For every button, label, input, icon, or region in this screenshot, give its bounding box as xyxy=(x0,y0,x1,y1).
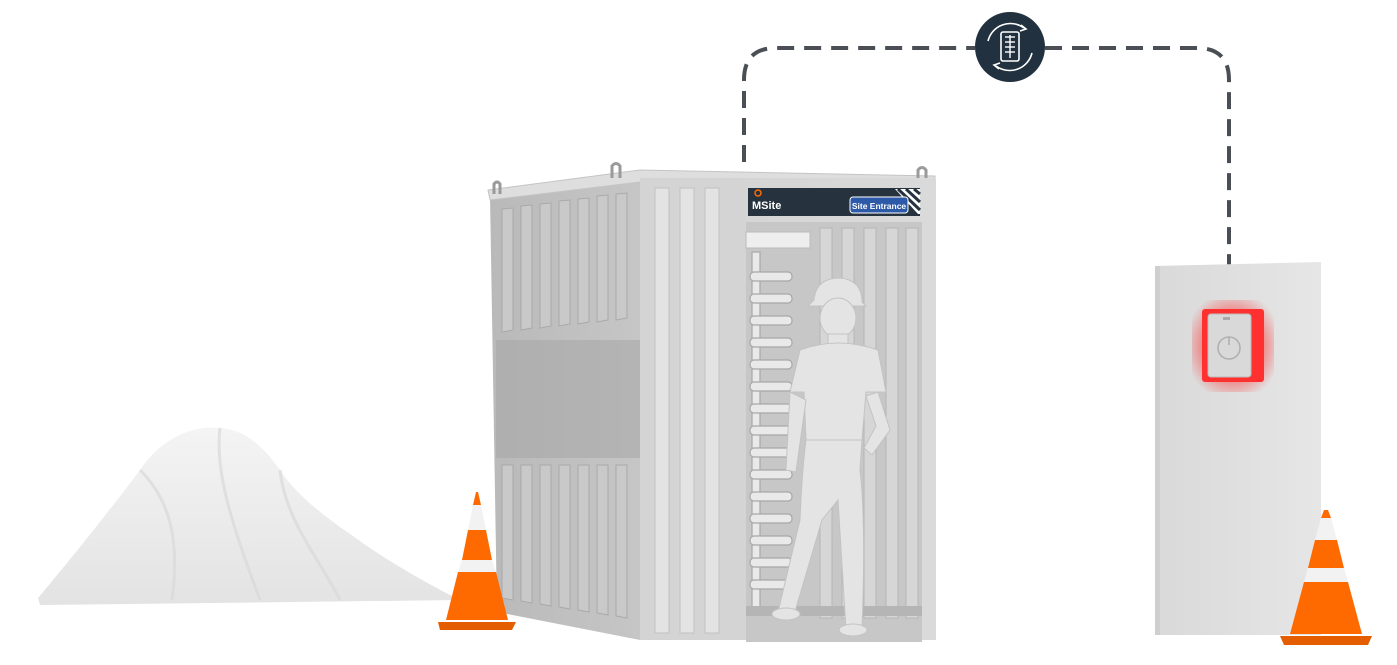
traffic-cone-right xyxy=(1280,510,1372,645)
site-sign: MSite Site Entrance xyxy=(748,187,922,216)
sand-pile xyxy=(38,427,460,605)
logo-text: MSite xyxy=(752,200,781,212)
msite-logo: MSite xyxy=(752,189,781,212)
sync-turnstile-icon xyxy=(975,12,1045,82)
site-entrance-badge: Site Entrance xyxy=(852,201,907,211)
traffic-cone-left xyxy=(438,492,516,630)
connection-line xyxy=(742,46,1231,290)
access-reader-icon xyxy=(1192,300,1274,392)
worker-figure xyxy=(771,277,891,637)
